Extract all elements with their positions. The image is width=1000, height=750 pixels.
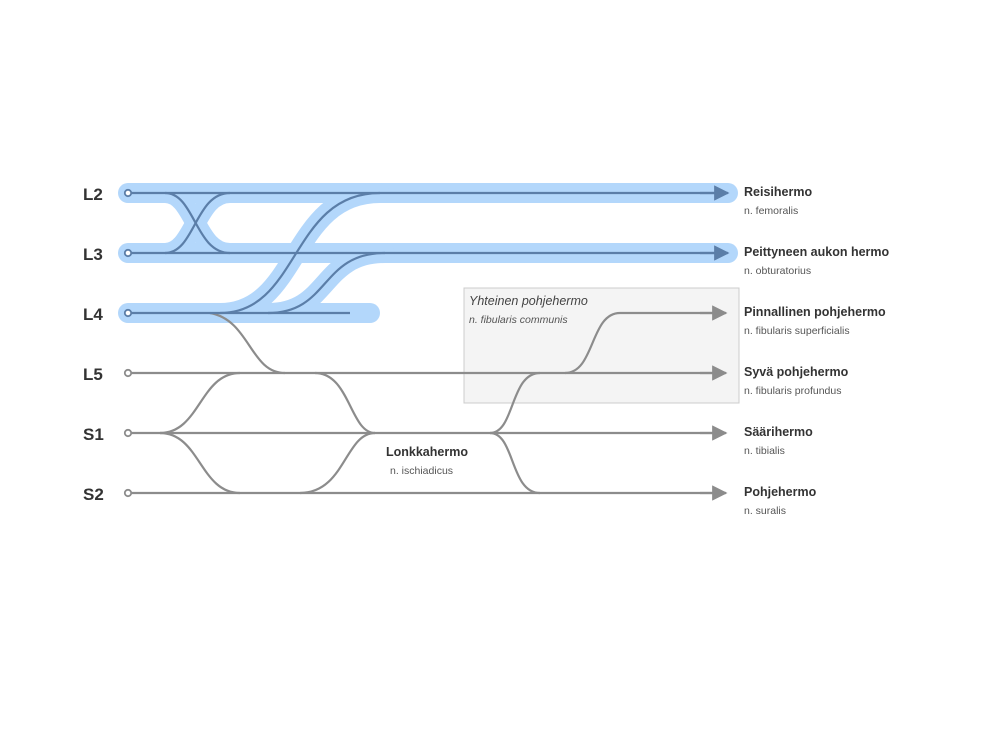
common-fibular-title: Yhteinen pohjehermo bbox=[469, 294, 588, 308]
nerve-latin-sural: n. suralis bbox=[744, 505, 786, 517]
nerve-latin-superficial-fibular: n. fibularis superficialis bbox=[744, 325, 850, 337]
sciatic-latin: n. ischiadicus bbox=[390, 465, 453, 477]
root-label-l2: L2 bbox=[83, 185, 103, 204]
root-label-l5: L5 bbox=[83, 365, 103, 384]
nerve-name-deep-fibular: Syvä pohjehermo bbox=[744, 365, 849, 379]
nerve-latin-deep-fibular: n. fibularis profundus bbox=[744, 385, 841, 397]
nerve-name-obturator: Peittyneen aukon hermo bbox=[744, 245, 890, 259]
common-fibular-latin: n. fibularis communis bbox=[469, 314, 568, 326]
root-label-s2: S2 bbox=[83, 485, 104, 504]
nerve-name-tibial: Säärihermo bbox=[744, 425, 813, 439]
nerve-name-superficial-fibular: Pinnallinen pohjehermo bbox=[744, 305, 886, 319]
sacral-paths bbox=[128, 311, 725, 495]
root-label-l4: L4 bbox=[83, 305, 103, 324]
nerve-latin-femoral: n. femoralis bbox=[744, 205, 798, 217]
root-label-l3: L3 bbox=[83, 245, 103, 264]
nerve-latin-obturator: n. obturatorius bbox=[744, 265, 811, 277]
nerve-name-sural: Pohjehermo bbox=[744, 485, 817, 499]
nerve-latin-tibial: n. tibialis bbox=[744, 445, 785, 457]
sciatic-name: Lonkkahermo bbox=[386, 445, 468, 459]
root-label-s1: S1 bbox=[83, 425, 104, 444]
nerve-name-femoral: Reisihermo bbox=[744, 185, 812, 199]
lumbar-lines bbox=[128, 191, 725, 315]
root-markers bbox=[123, 188, 133, 498]
common-fibular-box bbox=[463, 287, 740, 404]
